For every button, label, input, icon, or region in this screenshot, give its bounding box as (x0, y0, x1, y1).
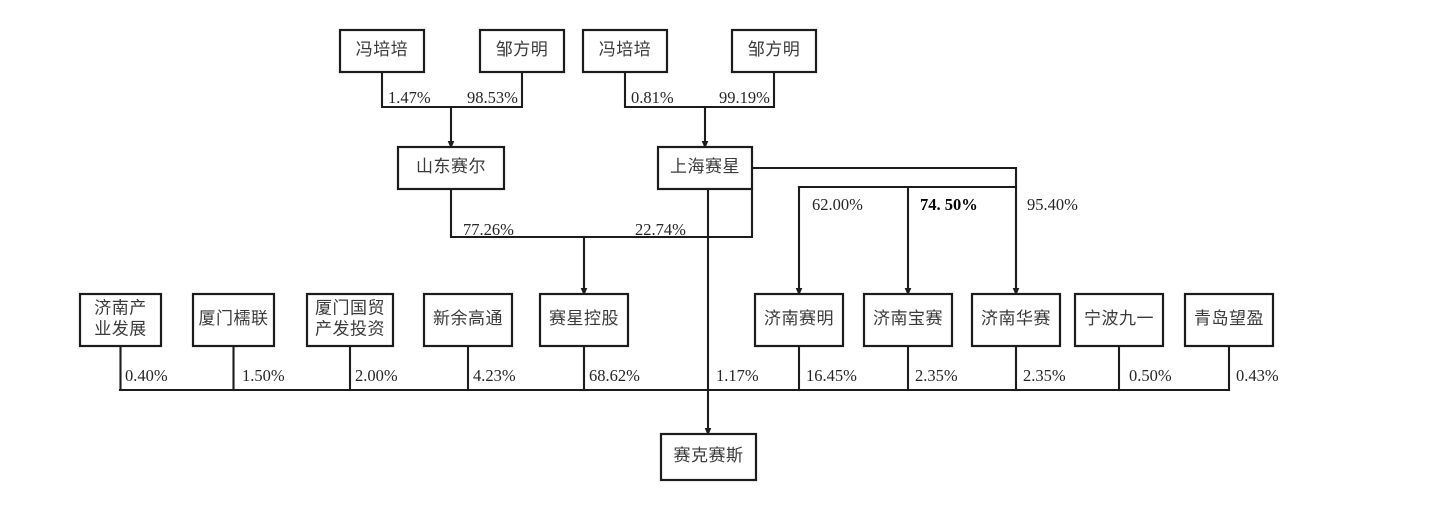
node-label-skss: 赛克赛斯 (674, 445, 744, 465)
node-label-jnsm: 济南赛明 (764, 308, 834, 328)
node-label-feng2: 冯培培 (599, 40, 652, 59)
node-box-shsx (656, 145, 754, 191)
edge-percent-label-e-xygt-skss: 4.23% (473, 366, 516, 385)
edge-percent-label-e-zou2-shsx: 99.19% (719, 88, 770, 107)
node-box-sxkg (538, 292, 630, 348)
node-label-xygt: 新余高通 (433, 309, 503, 328)
node-label-qdwy: 青岛望盈 (1194, 309, 1264, 328)
node-jnhs[interactable]: 济南华赛 (970, 292, 1062, 348)
node-label-jncyfz: 业发展 (94, 319, 147, 338)
node-box-jncyfz (78, 292, 163, 348)
edge-percent-label-e-xmgm-skss: 2.00% (355, 366, 398, 385)
edge-percent-label-e-shsx-jnbs: 74. 50% (920, 195, 978, 214)
node-box-skss (659, 432, 758, 482)
edge-labels-layer: 1.47% 98.53% 0.81% 99.19% 77.26% 22.74% 62.00%… (125, 88, 1279, 385)
node-label-zou1: 邹方明 (496, 40, 549, 59)
edge-percent-label-e-jnbs-skss: 2.35% (915, 366, 958, 385)
node-zou1[interactable]: 邹方明 (478, 28, 566, 74)
node-skss[interactable]: 赛克赛斯 (659, 432, 758, 482)
node-label-xmrl: 厦门檽联 (199, 309, 269, 328)
edge-percent-label-e-feng1-sdse: 1.47% (388, 88, 431, 107)
node-box-sdse (396, 145, 506, 191)
node-zou2[interactable]: 邹方明 (730, 28, 818, 74)
node-label-xmgm: 产发投资 (315, 319, 385, 338)
node-box-feng1 (338, 28, 426, 74)
node-label-feng1: 冯培培 (356, 40, 409, 59)
node-sdse[interactable]: 山东赛尔 (396, 145, 506, 191)
node-shsx[interactable]: 上海赛星 (656, 145, 754, 191)
edge-percent-label-e-jnsm-skss: 16.45% (806, 366, 857, 385)
node-box-xmrl (191, 292, 276, 348)
node-label-jnbs: 济南宝赛 (873, 308, 943, 328)
node-box-zou1 (478, 28, 566, 74)
node-label-sdse: 山东赛尔 (416, 156, 486, 176)
node-label-jnhs: 济南华赛 (981, 308, 1051, 328)
node-box-xygt (422, 292, 514, 348)
edge-percent-label-e-shsx-jnhs: 95.40% (1027, 195, 1078, 214)
node-box-jnsm (753, 292, 845, 348)
node-label-xmgm: 厦门国贸 (315, 298, 385, 317)
node-label-sxkg: 赛星控股 (549, 308, 619, 328)
node-xmrl[interactable]: 厦门檽联 (191, 292, 276, 348)
edge-percent-label-e-xmrl-skss: 1.50% (242, 366, 285, 385)
edge-percent-label-e-qdwy-skss: 0.43% (1236, 366, 1279, 385)
node-jnsm[interactable]: 济南赛明 (753, 292, 845, 348)
edge-percent-label-e-shsx-skss: 1.17% (716, 366, 759, 385)
merge-bus-saixing-holding (449, 187, 754, 239)
node-label-jncyfz: 济南产 (94, 298, 147, 317)
node-label-zou2: 邹方明 (748, 40, 801, 59)
edge-percent-label-e-nbjy-skss: 0.50% (1129, 366, 1172, 385)
node-box-qdwy (1183, 292, 1275, 348)
node-qdwy[interactable]: 青岛望盈 (1183, 292, 1275, 348)
edge-percent-label-e-shsx-sxkg: 22.74% (635, 220, 686, 239)
bus-shanghai-saixing-right (750, 166, 1018, 189)
node-box-xmgm (305, 292, 395, 348)
node-box-zou2 (730, 28, 818, 74)
edge-percent-label-e-jnhs-skss: 2.35% (1023, 366, 1066, 385)
node-feng2[interactable]: 冯培培 (581, 28, 669, 74)
edge-percent-label-e-sxkg-skss: 68.62% (589, 366, 640, 385)
node-feng1[interactable]: 冯培培 (338, 28, 426, 74)
node-sxkg[interactable]: 赛星控股 (538, 292, 630, 348)
node-box-jnbs (862, 292, 954, 348)
node-nbjy[interactable]: 宁波九一 (1073, 292, 1165, 348)
node-label-nbjy: 宁波九一 (1084, 309, 1154, 328)
node-box-jnhs (970, 292, 1062, 348)
edge-percent-label-e-feng2-shsx: 0.81% (631, 88, 674, 107)
edge-percent-label-e-zou1-sdse: 98.53% (467, 88, 518, 107)
merge-bus-tier1-1 (623, 70, 776, 109)
node-box-nbjy (1073, 292, 1165, 348)
edge-percent-label-e-sdse-sxkg: 77.26% (463, 220, 514, 239)
edge-percent-label-e-jncyfz-skss: 0.40% (125, 366, 168, 385)
node-jnbs[interactable]: 济南宝赛 (862, 292, 954, 348)
edges-layer (118, 70, 1231, 436)
node-box-feng2 (581, 28, 669, 74)
edge-percent-label-e-shsx-jnsm: 62.00% (812, 195, 863, 214)
node-label-shsx: 上海赛星 (670, 156, 740, 176)
node-xygt[interactable]: 新余高通 (422, 292, 514, 348)
